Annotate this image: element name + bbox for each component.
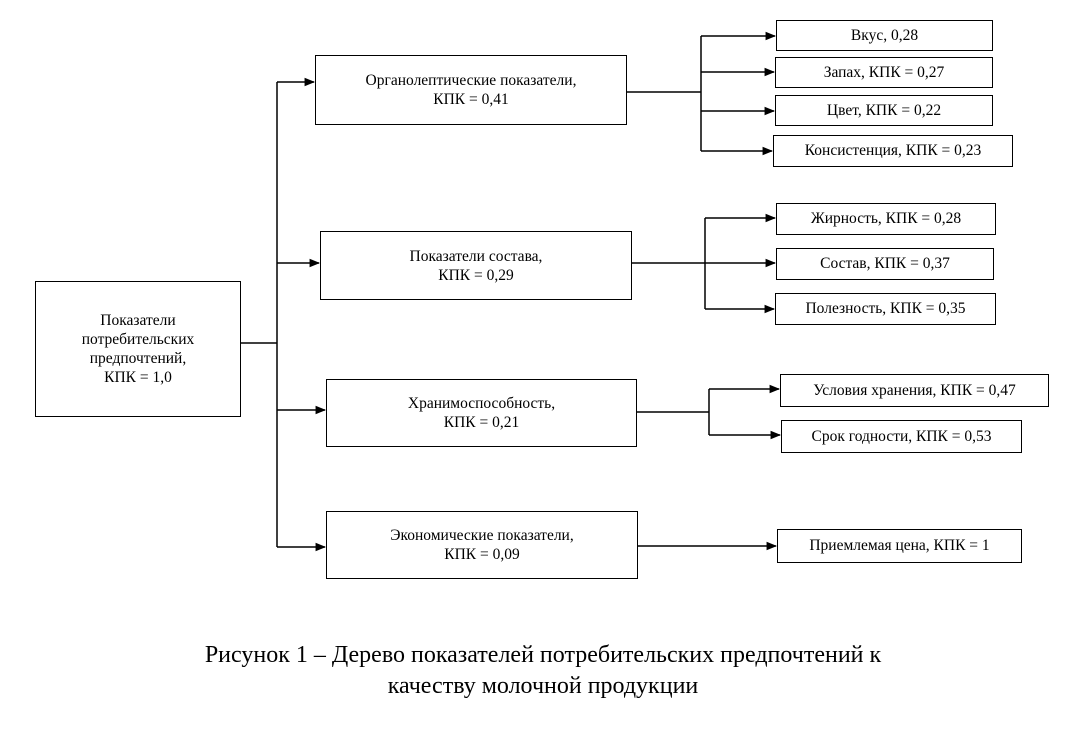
leaf-fat: Жирность, КПК = 0,28: [776, 203, 996, 235]
leaf-consistency: Консистенция, КПК = 0,23: [773, 135, 1013, 167]
leaf-usefulness: Полезность, КПК = 0,35: [775, 293, 996, 325]
group-box-storage: Хранимоспособность, КПК = 0,21: [326, 379, 637, 447]
leaf-price: Приемлемая цена, КПК = 1: [777, 529, 1022, 563]
group-value: КПК = 0,41: [433, 91, 509, 108]
root-line-3: предпочтений,: [89, 350, 187, 367]
group-title: Хранимоспособность,: [407, 395, 556, 412]
group-title: Показатели состава,: [409, 247, 543, 265]
figure-caption: Рисунок 1 – Дерево показателей потребите…: [0, 640, 1086, 702]
group-value: КПК = 0,09: [444, 546, 520, 563]
group-value: КПК = 0,21: [443, 414, 520, 431]
caption-line-1: Рисунок 1 – Дерево показателей потребите…: [204, 642, 882, 668]
group-value: КПК = 0,29: [438, 266, 514, 284]
root-line-1: Показатели: [100, 312, 176, 329]
leaf-color: Цвет, КПК = 0,22: [775, 95, 993, 126]
leaf-taste: Вкус, 0,28: [776, 20, 993, 51]
group-title: Органолептические показатели,: [365, 72, 577, 89]
group-box-organoleptic: Органолептические показатели, КПК = 0,41: [315, 55, 627, 125]
group-title: Экономические показатели,: [390, 527, 574, 544]
root-box: Показатели потребительских предпочтений,…: [35, 281, 241, 417]
group-box-economic: Экономические показатели, КПК = 0,09: [326, 511, 638, 579]
root-line-4: КПК = 1,0: [104, 369, 172, 386]
leaf-shelf-life: Срок годности, КПК = 0,53: [781, 420, 1022, 453]
leaf-content: Состав, КПК = 0,37: [776, 248, 994, 280]
root-line-2: потребительских: [81, 331, 195, 348]
leaf-storage-conditions: Условия хранения, КПК = 0,47: [780, 374, 1049, 407]
group-box-composition: Показатели состава, КПК = 0,29: [320, 231, 632, 300]
leaf-smell: Запах, КПК = 0,27: [775, 57, 993, 88]
caption-line-2: качеству молочной продукции: [387, 673, 699, 699]
